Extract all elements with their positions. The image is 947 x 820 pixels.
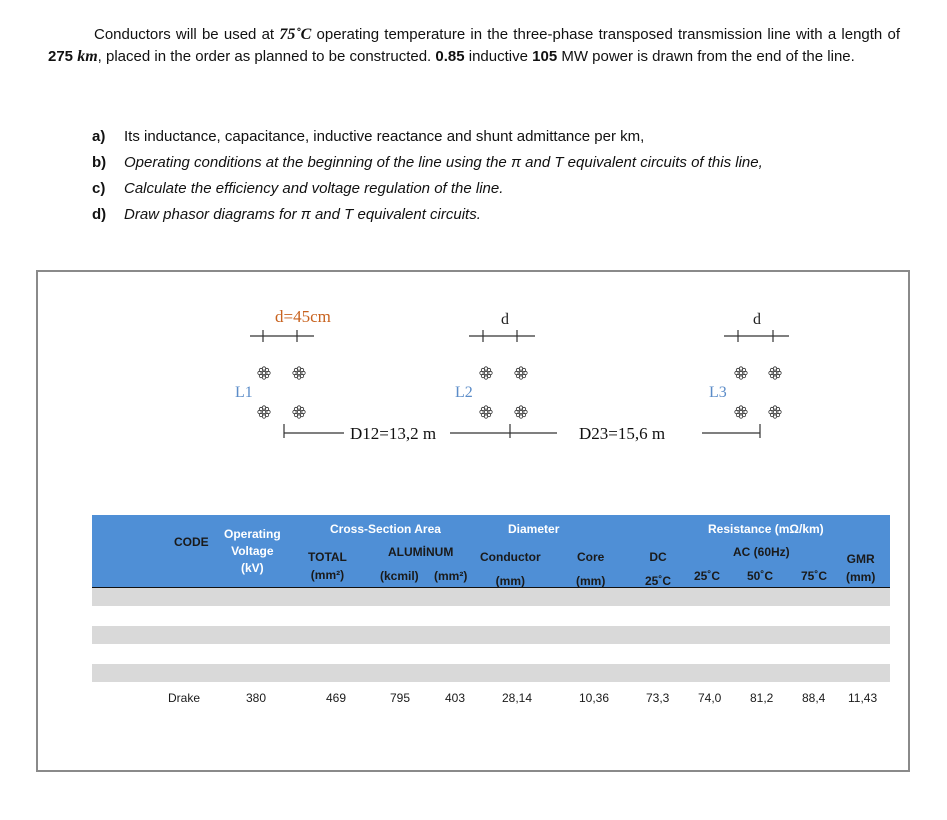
- question-text: Operating conditions at the beginning of…: [124, 154, 763, 171]
- conductor-strand-icon: [514, 405, 528, 419]
- header-voltage: Operating Voltage (kV): [224, 526, 281, 577]
- cell-ac50: 81,2: [750, 691, 774, 705]
- header-total: TOTAL (mm²): [308, 548, 347, 584]
- question-text: Draw phasor diagrams for π and T equival…: [124, 206, 481, 223]
- cell-ac75: 88,4: [802, 691, 826, 705]
- header-cross-section: Cross-Section Area: [330, 522, 441, 536]
- header-total-line: (mm²): [310, 568, 345, 582]
- cell-mm2: 403: [445, 691, 466, 705]
- phase-label-l3: L3: [709, 384, 727, 401]
- conductor-strand-icon: [479, 366, 493, 380]
- header-kcmil: (kcmil): [380, 569, 419, 583]
- header-dc-line: DC: [649, 550, 667, 564]
- header-aluminum: ALUMİNUM: [388, 545, 454, 559]
- header-diameter: Diameter: [508, 522, 560, 536]
- header-conductor-line: (mm): [495, 574, 525, 588]
- question-a: a) Its inductance, capacitance, inductive…: [92, 124, 763, 150]
- table-row-stripe: [92, 588, 890, 606]
- header-ac75: 75˚C: [801, 569, 828, 583]
- header-gmr: GMR (mm): [846, 550, 875, 586]
- table-row-stripe: [92, 626, 890, 644]
- distance-d23-label: D23=15,6 m: [579, 424, 665, 443]
- distance-d12-label: D12=13,2 m: [350, 424, 436, 443]
- statement-text: operating temperature in the three-phase…: [311, 26, 900, 43]
- temperature-value: 75˚C: [279, 26, 312, 43]
- line-configuration-diagram: d=45cm d d L1 L2 L3 D12=13,2 m D23=15,6 …: [235, 307, 789, 443]
- question-letter: a): [92, 128, 106, 145]
- header-voltage-line: (kV): [241, 561, 264, 575]
- header-total-line: TOTAL: [308, 550, 347, 564]
- header-core-line: Core: [577, 550, 605, 564]
- conductor-bundles: [257, 366, 782, 419]
- table-row-stripe: [92, 664, 890, 682]
- statement-text: MW power is drawn from the end of the li…: [557, 48, 855, 65]
- power-factor-value: 0.85: [435, 48, 465, 65]
- cell-core: 10,36: [579, 691, 610, 705]
- question-letter: b): [92, 154, 107, 171]
- problem-statement: Conductors will be used at 75˚C operatin…: [48, 24, 900, 68]
- header-gmr-line: GMR: [846, 552, 875, 566]
- header-core: Core (mm): [576, 545, 605, 593]
- conductor-strand-icon: [734, 366, 748, 380]
- header-conductor-line: Conductor: [480, 550, 541, 564]
- question-text: Calculate the efficiency and voltage reg…: [124, 180, 504, 197]
- cell-gmr: 11,43: [848, 691, 878, 705]
- power-value: 105: [532, 48, 558, 65]
- spacing-label: d=45cm: [275, 307, 331, 326]
- line-length-value: 275: [48, 48, 74, 65]
- conductor-strand-icon: [734, 405, 748, 419]
- cell-kcmil: 795: [390, 691, 411, 705]
- header-ac: AC (60Hz): [733, 545, 790, 559]
- cell-conductor: 28,14: [502, 691, 533, 705]
- cell-ac25: 74,0: [698, 691, 722, 705]
- header-mm2: (mm²): [434, 569, 468, 583]
- cell-code: Drake: [168, 691, 201, 705]
- phase-label-l2: L2: [455, 384, 473, 401]
- header-ac25: 25˚C: [694, 569, 721, 583]
- question-letter: d): [92, 206, 107, 223]
- phase-label-l1: L1: [235, 384, 253, 401]
- header-core-line: (mm): [576, 574, 606, 588]
- conductor-strand-icon: [768, 366, 782, 380]
- header-conductor: Conductor (mm): [480, 545, 541, 593]
- header-dc: DC 25˚C: [645, 545, 671, 593]
- header-voltage-line: Voltage: [231, 544, 274, 558]
- cell-total: 469: [326, 691, 347, 705]
- header-dc-line: 25˚C: [645, 574, 672, 588]
- question-c: c) Calculate the efficiency and voltage r…: [92, 176, 763, 202]
- question-letter: c): [92, 180, 106, 197]
- conductor-strand-icon: [768, 405, 782, 419]
- statement-text: inductive: [464, 48, 533, 65]
- conductor-strand-icon: [292, 366, 306, 380]
- cell-dc25: 73,3: [646, 691, 670, 705]
- spacing-label-3: d: [753, 311, 761, 328]
- conductor-strand-icon: [514, 366, 528, 380]
- statement-text: , placed in the order as planned to be c…: [97, 48, 436, 65]
- header-ac50: 50˚C: [747, 569, 774, 583]
- header-resistance: Resistance (mΩ/km): [708, 522, 824, 536]
- conductor-strand-icon: [292, 405, 306, 419]
- figure-panel: d=45cm d d L1 L2 L3 D12=13,2 m D23=15,6 …: [36, 270, 910, 772]
- question-text: Its inductance, capacitance, inductive r…: [124, 128, 645, 145]
- header-gmr-line: (mm): [846, 570, 876, 584]
- conductor-strand-icon: [257, 405, 271, 419]
- question-list: a) Its inductance, capacitance, inductive…: [92, 124, 763, 228]
- conductor-strand-icon: [257, 366, 271, 380]
- conductor-strand-icon: [479, 405, 493, 419]
- header-code: CODE: [174, 535, 209, 549]
- spacing-label-2: d: [501, 311, 509, 328]
- question-b: b) Operating conditions at the beginning …: [92, 150, 763, 176]
- question-d: d) Draw phasor diagrams for π and T equiv…: [92, 202, 763, 228]
- header-voltage-line: Operating: [224, 527, 281, 541]
- line-length-unit: km: [77, 48, 98, 65]
- statement-text: Conductors will be used at: [94, 26, 280, 43]
- cell-voltage: 380: [246, 691, 267, 705]
